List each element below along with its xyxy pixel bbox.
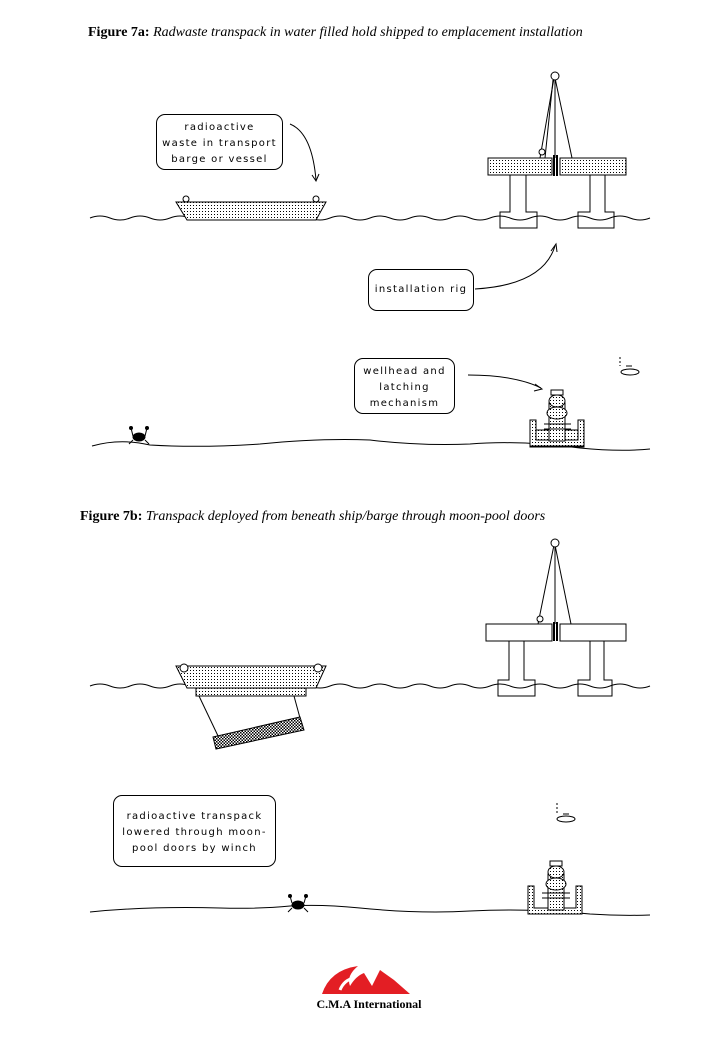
callout-radioactive-waste: radioactive waste in transport barge or … [156,114,283,170]
figure-7b-label: Figure 7b: [80,509,143,524]
callout-line: lowered through moon- [122,827,267,838]
sea-surface-7b [89,683,651,689]
callout-wellhead: wellhead and latching mechanism [354,358,455,414]
callout-line: waste in transport [162,138,277,149]
wellhead-7a [529,389,585,448]
installation-rig-7b [485,538,627,697]
barge-7b [175,663,327,739]
callout-line: barge or vessel [171,154,268,165]
sea-surface-7a [89,215,651,221]
figure-7b-caption: Transpack deployed from beneath ship/bar… [145,509,546,524]
crab-icon-7a [128,426,150,445]
callout-line: pool doors by winch [132,843,257,854]
logo-text: C.M.A International [316,997,422,1011]
installation-rig-7a [487,71,627,229]
crab-icon-7b [287,894,309,913]
callout-line: radioactive [184,122,255,133]
barge-7a [175,195,327,221]
figure-7b-drawing [89,538,651,916]
callout-line: radioactive transpack [126,811,263,822]
arrow-rig [474,245,556,290]
seabed-7a [91,439,651,451]
submarine-icon-7a [619,357,640,376]
figure-7b-title: Figure 7b: Transpack deployed from benea… [80,509,545,525]
callout-line: mechanism [369,398,440,409]
callout-radioactive-transpack: radioactive transpack lowered through mo… [113,795,276,867]
figure-7a-caption: Radwaste transpack in water filled hold … [153,25,583,40]
callout-installation-rig: installation rig [368,269,474,311]
wellhead-7b [527,860,583,915]
arrow-waste [289,123,317,181]
figure-7a-title: Figure 7a: Radwaste transpack in water f… [88,25,583,41]
callout-line: wellhead and [363,366,446,377]
figure-7a-drawing [89,71,651,451]
arrow-wellhead [467,374,542,389]
callout-line: installation rig [374,284,468,295]
submarine-icon-7b [556,803,576,823]
cma-logo-icon [322,966,410,994]
figure-7a-label: Figure 7a: [88,25,150,40]
callout-line: latching [379,382,430,393]
transpack-7b [212,716,305,750]
